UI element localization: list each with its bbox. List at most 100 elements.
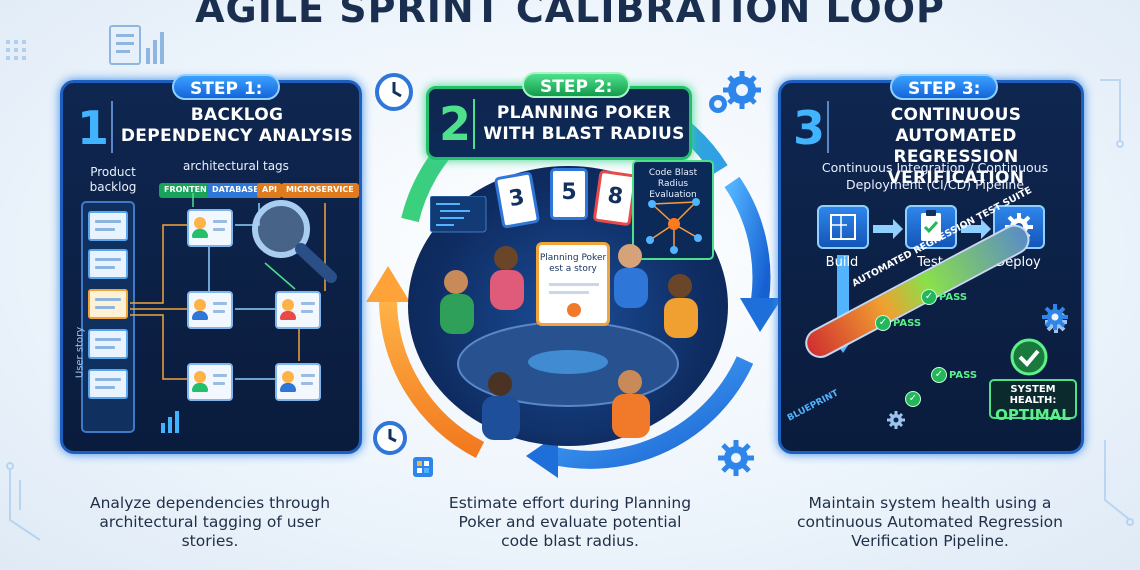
avatar: [194, 371, 206, 383]
step2-heading-line1: PLANNING POKER: [496, 103, 672, 123]
avatar: [282, 371, 294, 383]
backlog-item-highlighted: [88, 289, 128, 319]
step1-caption: Analyze dependencies through architectur…: [40, 494, 380, 551]
gear-icon-small-lower: [887, 411, 905, 429]
user-story-card: [187, 363, 233, 401]
right-arrow-head: [740, 298, 782, 332]
card-line: [213, 220, 227, 223]
avatar-body: [280, 311, 296, 320]
avatar: [194, 217, 206, 229]
step2-pill: STEP 2:: [522, 72, 631, 98]
step1-heading-line1: BACKLOG: [190, 105, 284, 125]
step1-caption-line2: architectural tagging of user: [99, 513, 321, 531]
step3-caption: Maintain system health using a continuou…: [760, 494, 1100, 551]
step3-number: 3: [793, 101, 826, 155]
health-check-icon: [1010, 338, 1048, 376]
step2-caption-line2: Poker and evaluate potential: [458, 513, 682, 531]
step2-caption-line1: Estimate effort during Planning: [448, 494, 692, 512]
backlog-item: [88, 329, 128, 359]
planning-poker-tablet: Planning Poker est a story: [536, 242, 610, 326]
tablet-text-line2: est a story: [549, 264, 597, 274]
card-line: [213, 310, 225, 313]
pass-text: PASS: [949, 369, 978, 381]
step3-divider: [827, 101, 829, 153]
mini-bar-chart-icon: [161, 411, 179, 433]
avatar-body: [280, 383, 296, 392]
poker-card-5: 5: [550, 168, 588, 220]
card-line: [301, 374, 315, 377]
step3-heading-line1: CONTINUOUS AUTOMATED: [890, 105, 1022, 146]
step1-divider: [111, 101, 113, 153]
right-loop-arc: [724, 176, 771, 302]
tablet-check-icon: [567, 303, 581, 317]
tablet-text-line1: Planning Poker: [539, 253, 607, 263]
step2-heading-line2: WITH BLAST RADIUS: [483, 124, 685, 144]
pass-text: PASS: [893, 317, 922, 329]
card-line: [301, 310, 313, 313]
tablet-text: Planning Poker est a story: [539, 253, 607, 275]
blast-radius-label-line1: Code Blast: [648, 168, 698, 178]
step2-divider: [473, 99, 475, 149]
card-line: [301, 302, 315, 305]
poker-card-8: 8: [592, 169, 638, 227]
step2-heading: PLANNING POKER WITH BLAST RADIUS: [479, 103, 689, 145]
clipboard-icon: [921, 210, 941, 241]
avatar: [282, 299, 294, 311]
step1-pill: STEP 1:: [172, 74, 281, 100]
top-left-document-icon: [109, 25, 164, 65]
build-stage: [817, 205, 869, 249]
user-story-card: [187, 291, 233, 329]
cicd-pipeline-label: Continuous Integration / Continuous Depl…: [795, 159, 1075, 193]
tag-microservice: MICROSERVICE: [281, 183, 359, 198]
gear-icon-lower: [718, 440, 754, 476]
step3-heading: CONTINUOUS AUTOMATED REGRESSION VERIFICA…: [833, 105, 1079, 189]
user-story-card: [275, 291, 321, 329]
check-icon: ✓: [905, 391, 921, 407]
magnifier-icon: [252, 200, 337, 283]
cicd-pipeline-label-line1: Continuous Integration / Continuous: [821, 160, 1049, 175]
card-line: [213, 382, 225, 385]
system-health-value: OPTIMAL: [995, 406, 1071, 424]
pass-indicator: ✓PASS: [921, 289, 967, 305]
avatar-body: [192, 311, 208, 320]
step2-header: 2 PLANNING POKER WITH BLAST RADIUS: [426, 86, 692, 160]
step1-number: 1: [77, 101, 110, 155]
step1-heading-line2: DEPENDENCY ANALYSIS: [120, 126, 354, 146]
step3-caption-line3: Verification Pipeline.: [851, 532, 1009, 550]
left-loop-arc: [379, 299, 485, 458]
page-title: AGILE SPRINT CALIBRATION LOOP: [195, 0, 945, 31]
blueprint-icon: [830, 214, 856, 240]
gear-icon-right: [1042, 304, 1068, 330]
gear-icon: [709, 71, 761, 113]
card-line: [213, 302, 227, 305]
small-window-icon: [413, 457, 433, 477]
check-icon: ✓: [931, 367, 947, 383]
avatar-body: [192, 383, 208, 392]
step2-caption: Estimate effort during Planning Poker an…: [400, 494, 740, 551]
code-screen-icon: [430, 196, 487, 233]
left-arrow-head: [366, 266, 410, 302]
architectural-tags-label: architectural tags: [183, 159, 289, 173]
product-backlog-label: Product backlog: [81, 165, 145, 195]
blast-radius-box: Code Blast Radius Evaluation: [632, 160, 714, 260]
user-story-card: [187, 209, 233, 247]
pass-indicator: ✓PASS: [931, 367, 977, 383]
system-health-label: SYSTEM HEALTH:: [1009, 384, 1057, 406]
step3-caption-line2: continuous Automated Regression: [797, 513, 1063, 531]
tablet-line: [549, 283, 599, 286]
clock-icon: [375, 73, 413, 111]
network-graph-icon: [646, 198, 702, 254]
cicd-pipeline-label-line2: Deployment (CI/CD) Pipeline: [845, 177, 1025, 192]
avatar: [194, 299, 206, 311]
card-line: [213, 228, 225, 231]
system-health-badge: SYSTEM HEALTH: OPTIMAL: [989, 379, 1077, 424]
tag-api: API: [257, 183, 283, 198]
step3-heading-line2: REGRESSION VERIFICATION: [887, 147, 1025, 188]
step1-caption-line1: Analyze dependencies through: [89, 494, 331, 512]
step3-caption-line1: Maintain system health using a: [808, 494, 1052, 512]
check-icon: ✓: [921, 289, 937, 305]
backlog-item: [88, 369, 128, 399]
tablet-line: [549, 291, 589, 294]
left-decoration: [6, 40, 41, 541]
team-around-table: [440, 244, 698, 440]
